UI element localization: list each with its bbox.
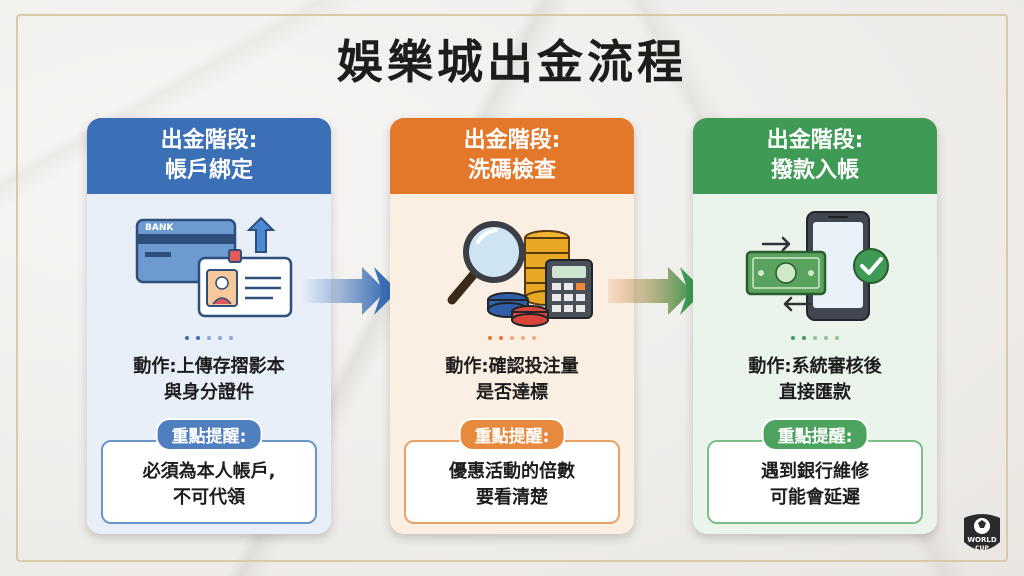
- card-header: 出金階段: 帳戶綁定: [87, 118, 331, 194]
- dot: [521, 336, 525, 340]
- flow-arrow-icon: [302, 267, 398, 315]
- stage-card-account-binding: 出金階段: 帳戶綁定 BANK 動作:上傳存摺影本 與身: [87, 118, 331, 534]
- dot: [499, 336, 503, 340]
- money-phone-check-icon: [745, 211, 889, 321]
- dot: [510, 336, 514, 340]
- flow-arrow-icon: [608, 267, 704, 315]
- note-tag: 重點提醒:: [155, 418, 263, 451]
- dot: [532, 336, 536, 340]
- dot: [802, 336, 806, 340]
- card-header-stage: 撥款入帳: [770, 158, 859, 183]
- action-line: 動作:系統審核後: [748, 356, 882, 377]
- dot: [196, 336, 200, 340]
- dot: [791, 336, 795, 340]
- card-body: 動作:系統審核後 直接匯款 重點提醒: 遇到銀行維修 可能會延遲: [693, 194, 937, 534]
- note-tag: 重點提醒:: [761, 418, 869, 451]
- note-line: 必須為本人帳戶,: [142, 461, 276, 482]
- stage-card-wagering-check: 出金階段: 洗碼檢查: [390, 118, 634, 534]
- note-line: 遇到銀行維修: [761, 461, 869, 482]
- stage-card-payout: 出金階段: 撥款入帳 動作:系統審核後 直接匯款: [693, 118, 937, 534]
- note-line: 可能會延遲: [770, 487, 860, 508]
- action-text: 動作:確認投注量 是否達標: [390, 354, 634, 406]
- note-box: 必須為本人帳戶, 不可代領: [101, 440, 317, 524]
- card-body: BANK 動作:上傳存摺影本 與身分證件 重點提醒: 必須為本人帳戶, 不: [87, 194, 331, 534]
- dot: [229, 336, 233, 340]
- page-title: 娛樂城出金流程: [337, 35, 687, 89]
- pagination-dots: [693, 336, 937, 340]
- card-body: 動作:確認投注量 是否達標 重點提醒: 優惠活動的倍數 要看清楚: [390, 194, 634, 534]
- note-box: 優惠活動的倍數 要看清楚: [404, 440, 620, 524]
- note-line: 優惠活動的倍數: [449, 461, 575, 482]
- logo-text: CUP: [975, 545, 989, 552]
- logo-text: WORLD: [967, 536, 997, 544]
- dot: [218, 336, 222, 340]
- gold-frame: [16, 14, 1008, 562]
- pagination-dots: [390, 336, 634, 340]
- dot: [185, 336, 189, 340]
- dot: [813, 336, 817, 340]
- world-cup-logo: WORLD CUP: [964, 514, 1000, 552]
- action-line: 是否達標: [476, 382, 548, 403]
- bank-card-id-icon: BANK: [135, 216, 293, 318]
- bank-card-text: BANK: [145, 223, 174, 233]
- action-line: 動作:上傳存摺影本: [133, 356, 285, 377]
- card-header: 出金階段: 撥款入帳: [693, 118, 937, 194]
- note-line: 不可代領: [173, 487, 245, 508]
- action-line: 與身分證件: [164, 382, 254, 403]
- action-line: 動作:確認投注量: [445, 356, 579, 377]
- note-box: 遇到銀行維修 可能會延遲: [707, 440, 923, 524]
- magnifier-chips-calculator-icon: [447, 221, 593, 327]
- action-line: 直接匯款: [779, 382, 851, 403]
- dot: [824, 336, 828, 340]
- dot: [835, 336, 839, 340]
- card-header-label: 出金階段:: [160, 128, 258, 153]
- card-header: 出金階段: 洗碼檢查: [390, 118, 634, 194]
- card-header-label: 出金階段:: [463, 128, 561, 153]
- note-line: 要看清楚: [476, 487, 548, 508]
- note-tag: 重點提醒:: [458, 418, 566, 451]
- card-header-stage: 帳戶綁定: [164, 158, 253, 183]
- pagination-dots: [87, 336, 331, 340]
- dot: [207, 336, 211, 340]
- dot: [488, 336, 492, 340]
- action-text: 動作:系統審核後 直接匯款: [693, 354, 937, 406]
- action-text: 動作:上傳存摺影本 與身分證件: [87, 354, 331, 406]
- card-header-stage: 洗碼檢查: [467, 158, 556, 183]
- card-header-label: 出金階段:: [766, 128, 864, 153]
